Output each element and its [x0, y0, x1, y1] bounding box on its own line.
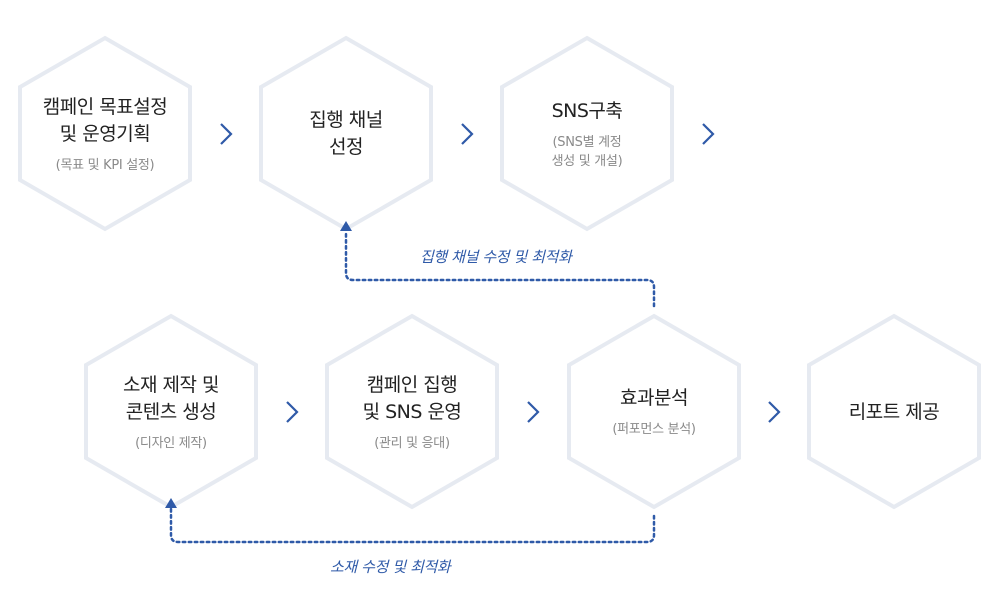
chevron-right-icon	[220, 123, 233, 145]
chevron-right-icon	[702, 123, 715, 145]
step-report: 리포트 제공	[810, 315, 978, 509]
hexagon-campaign-planning	[18, 35, 192, 232]
chevron-right-icon	[461, 123, 474, 145]
arrow-up-icon	[165, 498, 177, 508]
chevron-right-icon	[527, 401, 540, 423]
step-title: 리포트 제공	[848, 400, 940, 423]
step-campaign-planning: 캠페인 목표설정 및 운영기획 (목표 및 KPI 설정)	[21, 37, 189, 231]
step-sns-setup: SNS구축 (SNS별 계정 생성 및 개설)	[503, 37, 671, 231]
step-campaign-execution: 캠페인 집행 및 SNS 운영 (관리 및 응대)	[328, 315, 496, 509]
step-title: SNS구축	[551, 99, 623, 122]
step-title: 집행 채널 선정	[309, 109, 383, 158]
chevron-right-icon	[286, 401, 299, 423]
loop-label-channel-optimization: 집행 채널 수정 및 최적화	[420, 248, 572, 266]
step-subtitle: (관리 및 응대)	[374, 435, 450, 451]
loop-label-content-optimization: 소재 수정 및 최적화	[330, 558, 451, 576]
step-subtitle: (퍼포먼스 분석)	[612, 422, 696, 437]
step-title: 캠페인 목표설정 및 운영기획	[42, 95, 168, 145]
step-content-creation: 소재 제작 및 콘텐츠 생성 (디자인 제작)	[87, 315, 255, 509]
hexagon-sns-setup	[500, 35, 674, 232]
hexagon-report	[807, 313, 981, 510]
step-title: 캠페인 집행 및 SNS 운영	[362, 373, 462, 423]
loop-path-content-optimization	[169, 507, 656, 544]
step-subtitle: (디자인 제작)	[135, 435, 207, 451]
step-channel-selection: 집행 채널 선정	[262, 37, 430, 231]
step-performance-analysis: 효과분석 (퍼포먼스 분석)	[570, 315, 738, 509]
step-subtitle: (SNS별 계정 생성 및 개설)	[551, 134, 623, 169]
step-subtitle: (목표 및 KPI 설정)	[55, 157, 155, 173]
loop-path-channel-optimization	[344, 229, 656, 308]
arrow-up-icon	[340, 221, 352, 231]
chevron-right-icon	[768, 401, 781, 423]
step-title: 소재 제작 및 콘텐츠 생성	[123, 373, 219, 423]
hexagon-campaign-execution	[325, 313, 499, 510]
step-title: 효과분석	[620, 387, 688, 409]
hexagon-performance-analysis	[567, 313, 741, 510]
